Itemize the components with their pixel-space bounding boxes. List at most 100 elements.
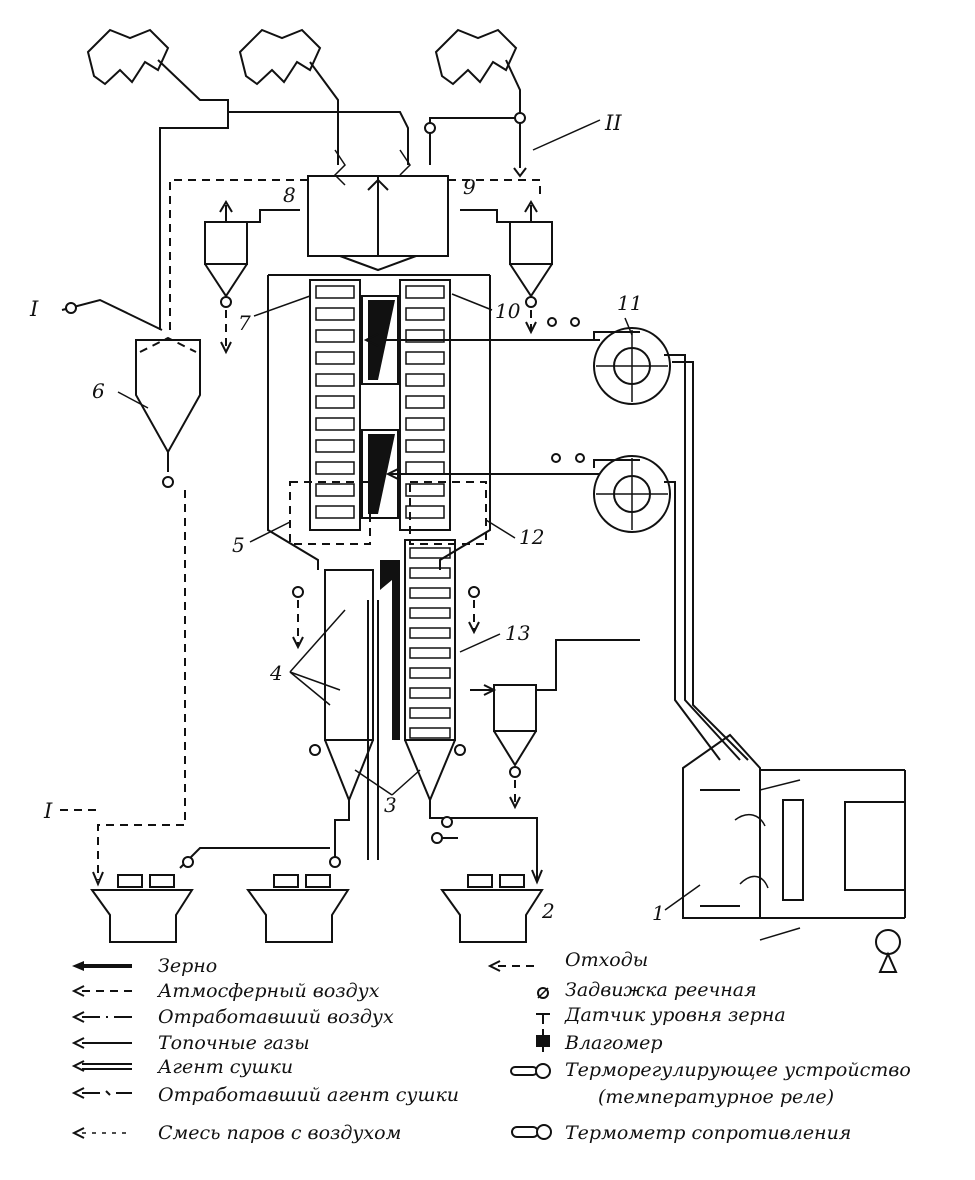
top-bunkers (86, 28, 518, 86)
tray-right (405, 329, 445, 343)
tray-right (405, 285, 445, 299)
tray-right (405, 417, 445, 431)
hopper-6 (60, 298, 201, 887)
label-4: 4 (269, 661, 283, 685)
tray-lower (409, 607, 451, 619)
legend-symbol-vapor-mix (71, 1127, 132, 1139)
label-5: 5 (232, 533, 245, 557)
tray-lower (409, 647, 451, 659)
legend-text-atm-air: Атмосферный воздух (156, 980, 380, 1002)
tray-lower (409, 587, 451, 599)
label-12: 12 (519, 525, 544, 549)
tray-left (315, 373, 355, 387)
legend-text-spent-agent: Отработавший агент сушки (158, 1084, 459, 1106)
tray-lower (409, 627, 451, 639)
column-trays-left (315, 285, 355, 519)
top-bunker-left (86, 28, 170, 86)
label-7: 7 (238, 311, 251, 335)
bottom-bins (90, 847, 544, 943)
legend-text-level-sensor: Датчик уровня зерна (564, 1004, 786, 1026)
cyclone-upper-right (460, 200, 553, 335)
legend-symbol-gate (537, 987, 549, 999)
legend-text-thermoregulator-note: (температурное реле) (598, 1086, 834, 1108)
tray-right (405, 439, 445, 453)
dryer-column (267, 274, 491, 570)
label-2: 2 (541, 899, 555, 923)
label-13: 13 (505, 621, 530, 645)
tray-lower (409, 667, 451, 679)
label-3: 3 (384, 793, 397, 817)
leader-lines (117, 293, 701, 911)
legend-symbol-grain (72, 961, 132, 971)
legend-symbol-resistance-thermometer (511, 1124, 552, 1140)
tray-lower (409, 567, 451, 579)
label-roman-i-left: I (29, 297, 39, 321)
label-6: 6 (92, 379, 105, 403)
label-10: 10 (495, 299, 521, 323)
column-discharges (292, 586, 480, 650)
legend-symbol-atm-air (71, 985, 132, 997)
legend-right: Отходы Задвижка реечная Датчик уровня зе… (487, 949, 911, 1144)
tray-left (315, 505, 355, 519)
grain-feed-lines (157, 59, 601, 330)
legend-text-vapor-mix: Смесь паров с воздухом (158, 1122, 401, 1144)
label-11: 11 (617, 291, 642, 315)
furnace-1 (682, 733, 906, 973)
label-roman-ii: II (604, 111, 622, 135)
tray-right (405, 461, 445, 475)
legend-symbol-waste (487, 960, 540, 972)
fan-upper (363, 327, 749, 761)
tray-left (315, 461, 355, 475)
label-9: 9 (463, 175, 476, 199)
tray-left (315, 329, 355, 343)
legend-left: Зерно Атмосферный воздух Отработавший во… (71, 955, 459, 1144)
top-distribution-hopper (169, 149, 541, 330)
tray-left (315, 395, 355, 409)
tray-left (315, 285, 355, 299)
tray-left (315, 483, 355, 497)
legend-symbol-thermoregulator (510, 1063, 551, 1079)
tray-left (315, 307, 355, 321)
tray-left (315, 439, 355, 453)
part-labels: 1 2 3 4 5 6 7 8 9 10 11 12 13 I I II (29, 111, 665, 925)
legend-text-thermoregulator: Терморегулирующее устройство (565, 1059, 911, 1081)
legend-symbol-drying-agent (71, 1060, 132, 1072)
legend-symbol-spent-air (71, 1011, 132, 1023)
tray-lower (409, 687, 451, 699)
tray-left (315, 351, 355, 365)
tray-right (405, 505, 445, 519)
lower-cooler-trays (409, 547, 451, 739)
thermo-sensors (431, 317, 585, 844)
label-8: 8 (283, 183, 296, 207)
tray-left (315, 417, 355, 431)
tray-right (405, 483, 445, 497)
tray-lower (409, 707, 451, 719)
top-bunker-right (434, 28, 518, 86)
legend-symbol-moisture-meter (536, 1029, 550, 1052)
legend-text-resistance-thermometer: Термометр сопротивления (565, 1122, 851, 1144)
legend-text-moisture-meter: Влагомер (564, 1032, 663, 1054)
legend-text-furnace-gas: Топочные газы (158, 1032, 310, 1054)
tray-right (405, 351, 445, 365)
legend-text-drying-agent: Агент сушки (156, 1056, 293, 1078)
legend-text-waste: Отходы (565, 949, 648, 971)
cyclone-lower-right (470, 639, 640, 810)
fan-lower (385, 455, 721, 761)
label-roman-i-bottom: I (43, 799, 53, 823)
legend-symbol-furnace-gas (71, 1037, 132, 1049)
label-1: 1 (652, 901, 665, 925)
tray-right (405, 373, 445, 387)
legend-text-spent-air: Отработавший воздух (158, 1006, 394, 1028)
tray-right (405, 395, 445, 409)
legend-symbol-level-sensor (536, 1013, 550, 1024)
tray-right (405, 307, 445, 321)
column-trays-right (405, 285, 445, 519)
cyclone-upper-left (204, 200, 300, 355)
legend-symbol-spent-agent (71, 1087, 132, 1099)
tray-lower (409, 547, 451, 559)
top-bunker-middle (238, 28, 322, 86)
lower-column (309, 539, 543, 885)
legend-text-gate: Задвижка реечная (565, 979, 757, 1001)
legend-text-grain: Зерно (158, 955, 217, 977)
